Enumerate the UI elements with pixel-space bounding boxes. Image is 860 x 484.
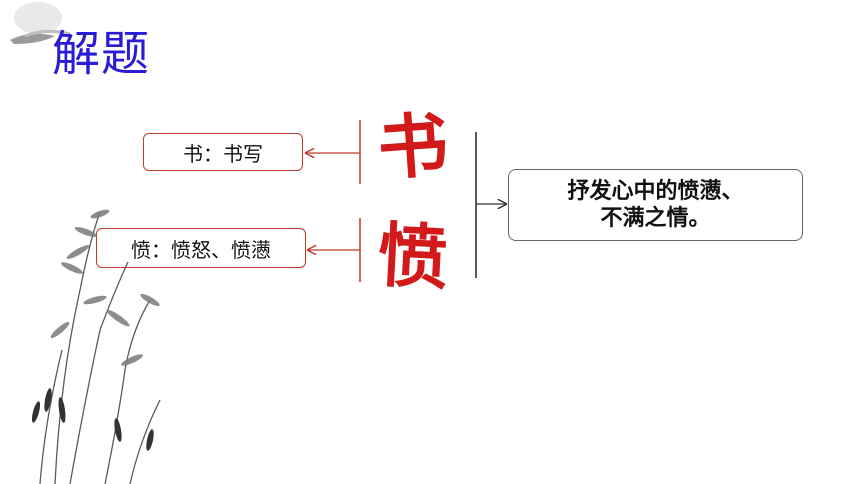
ink-decoration-top-left — [10, 2, 71, 44]
definition-box-shu: 书：书写 — [143, 133, 303, 171]
meaning-box: 抒发心中的愤懑、 不满之情。 — [508, 169, 803, 241]
calligraphy-char-shu: 书 — [375, 102, 451, 191]
definition-text: 愤：愤怒、愤懑 — [131, 237, 271, 262]
definition-box-fen: 愤：愤怒、愤懑 — [96, 228, 306, 268]
page-title: 解题 — [52, 26, 151, 82]
definition-text: 书：书写 — [183, 141, 263, 166]
meaning-line-2: 不满之情。 — [600, 206, 711, 231]
calligraphy-char-fen: 愤 — [375, 213, 451, 300]
meaning-line-1: 抒发心中的愤懑、 — [567, 178, 744, 204]
